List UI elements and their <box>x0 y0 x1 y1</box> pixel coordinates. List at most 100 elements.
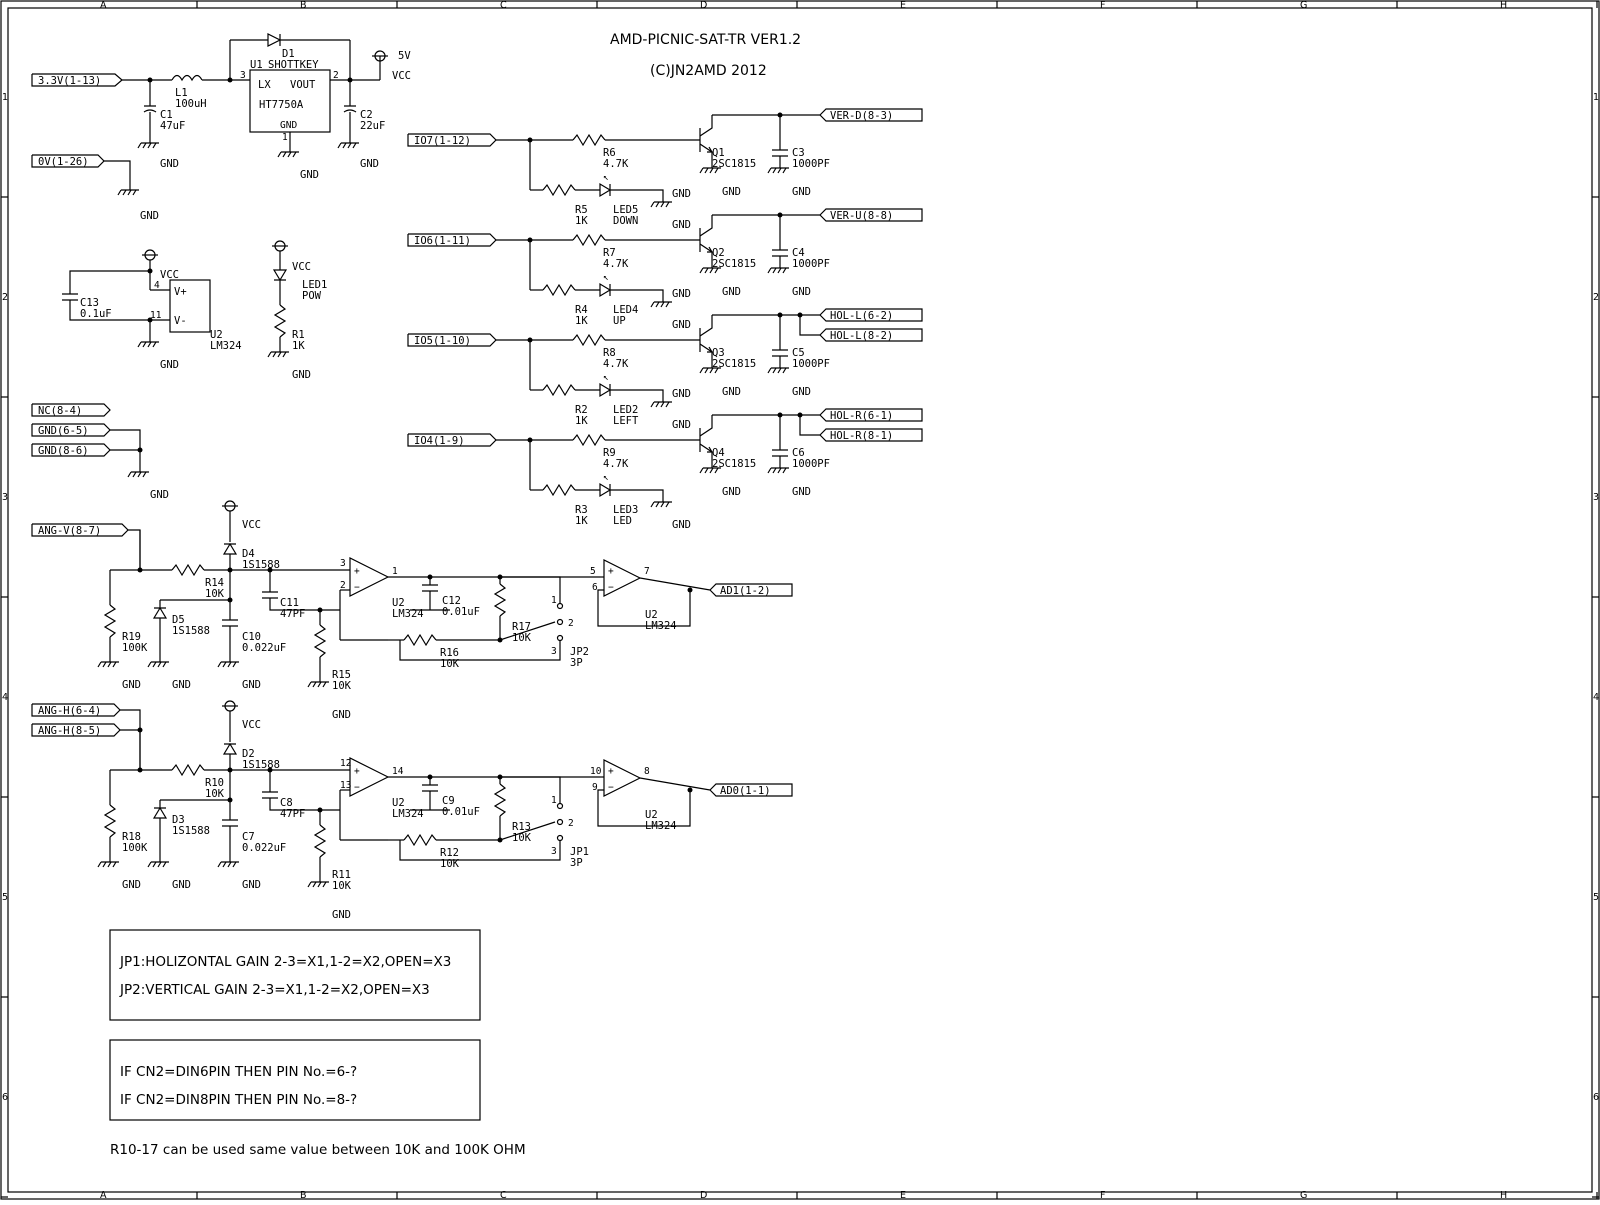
frame-col-label-bottom: A <box>100 1190 107 1200</box>
feedback-resistor-j-value: 10K <box>440 658 460 670</box>
led-arrow: ↖ <box>603 272 609 283</box>
feedforward-capacitor <box>262 791 278 799</box>
gnd-label: GND <box>722 486 741 498</box>
led-label: LED <box>613 515 632 527</box>
jumper-pin-label: 2 <box>568 818 574 829</box>
feedforward-capacitor-ref: C8 <box>280 797 293 809</box>
c13-ref: C13 <box>80 297 99 309</box>
opamp-a-value: LM324 <box>392 608 424 620</box>
clamp-diode-bottom-ref: D3 <box>172 814 185 826</box>
feedback-capacitor <box>422 784 438 792</box>
u1-pin2: 2 <box>333 70 339 81</box>
output-port-label: HOL-L(8-2) <box>830 330 893 342</box>
opamp-a-pin-out: 1 <box>392 566 398 577</box>
gnd-label: GND <box>360 158 379 170</box>
input-port-label: IO7(1-12) <box>414 135 471 147</box>
emitter-arrow <box>707 246 714 253</box>
frame-col-label-top: H <box>1500 0 1507 11</box>
opamp-a <box>349 557 390 597</box>
opamp-plus: + <box>608 766 614 777</box>
frame-row-label-right: 4 <box>1593 692 1599 703</box>
output-port <box>819 308 923 322</box>
d1-ref: D1 <box>282 48 295 60</box>
gnd-label: GND <box>672 388 691 400</box>
led-resistor-value: 1K <box>575 215 588 227</box>
resistor-note: R10-17 can be used same value between 10… <box>110 1142 526 1158</box>
transistor-value: 2SC1815 <box>712 258 756 270</box>
led-resistor-ref: R5 <box>575 204 588 216</box>
feedback-resistor-j-value: 10K <box>440 858 460 870</box>
c1-value: 47uF <box>160 120 185 132</box>
input-resistor-value: 10K <box>205 788 225 800</box>
opamp-plus: + <box>354 766 360 777</box>
port-ang-h-6-4-label: ANG-H(6-4) <box>38 705 101 717</box>
opamp-b-pin-minus: 6 <box>592 582 598 593</box>
led-resistor-ref: R3 <box>575 504 588 516</box>
frame-row-label-left: 4 <box>2 692 8 703</box>
feedback-capacitor-ref: C9 <box>442 795 455 807</box>
port-3v3-label: 3.3V(1-13) <box>38 75 101 87</box>
clamp-diode-bottom-value: 1S1588 <box>172 825 210 837</box>
opamp-b-pin-out: 7 <box>644 566 650 577</box>
ground-symbol <box>217 861 239 868</box>
frame-col-label-bottom: C <box>500 1190 507 1200</box>
pulldown-resistor-ref: R19 <box>122 631 141 643</box>
gnd-label: GND <box>672 319 691 331</box>
jumper-pin-label: 2 <box>568 618 574 629</box>
transistor-q4 <box>699 415 713 468</box>
opamp-minus: − <box>354 782 360 793</box>
clamp-diode-bottom <box>152 806 168 819</box>
frame-row-label-left: 5 <box>2 892 8 903</box>
gnd-label: GND <box>150 489 169 501</box>
gnd-label: GND <box>172 879 191 891</box>
copyright-text: (C)JN2AMD 2012 <box>650 63 767 79</box>
opamp-b-pin-out: 8 <box>644 766 650 777</box>
port-gnd-6-5 <box>31 423 111 437</box>
emitter-arrow <box>707 346 714 353</box>
gnd-label: GND <box>792 386 811 398</box>
clamp-diode-top <box>222 542 238 555</box>
resistor-r1 <box>273 304 287 338</box>
opamp-b-value: LM324 <box>645 820 677 832</box>
led-resistor <box>542 183 576 197</box>
led-label: DOWN <box>613 215 638 227</box>
gain-resistor <box>313 624 327 658</box>
input-port-label: IO4(1-9) <box>414 435 465 447</box>
led-resistor-value: 1K <box>575 315 588 327</box>
frame-col-label-top: A <box>100 0 107 11</box>
gnd-label: GND <box>242 679 261 691</box>
v5-label: 5V <box>398 50 411 62</box>
analog-ports: ANG-V(8-7) ANG-H(6-4) ANG-H(8-5) <box>31 523 143 770</box>
ground-symbol <box>650 501 672 508</box>
feedback-resistor-j-ref: R12 <box>440 847 459 859</box>
clamp-diode-bottom-value: 1S1588 <box>172 625 210 637</box>
feedback-resistor <box>493 583 507 617</box>
frame-col-label-bottom: D <box>700 1190 707 1200</box>
feedback-resistor <box>493 783 507 817</box>
input-port-label: IO5(1-10) <box>414 335 471 347</box>
capacitor-ref: C5 <box>792 347 805 359</box>
input-port <box>407 133 497 147</box>
opamp-u2-power <box>169 279 211 333</box>
led-diode <box>599 382 612 398</box>
opamp-a-pin-plus: 3 <box>340 558 346 569</box>
gnd-label: GND <box>672 288 691 300</box>
output-ports: AD1(1-2) AD0(1-1) <box>709 583 793 797</box>
feedback-capacitor-value: 0.01uF <box>442 806 480 818</box>
jumper-note-box <box>109 929 481 1021</box>
gnd-label: GND <box>672 419 691 431</box>
feedback-resistor-value: 10K <box>512 632 532 644</box>
opamp-a-pin-out: 14 <box>392 766 404 777</box>
led1-ref: LED1 <box>302 279 327 291</box>
frame-row-label-right: 2 <box>1593 292 1599 303</box>
ground-symbol <box>277 151 299 158</box>
feedforward-capacitor-value: 47PF <box>280 808 305 820</box>
ground-symbol <box>699 267 721 274</box>
analog-channels: R1410KR19100KGNDVCCD41S1588D51S1588GNDC1… <box>97 500 711 921</box>
opamp-b <box>603 559 642 597</box>
led-arrow: ↖ <box>603 472 609 483</box>
input-resistor-ref: R10 <box>205 777 224 789</box>
port-ang-v <box>31 523 129 537</box>
clamp-diode-bottom <box>152 606 168 619</box>
